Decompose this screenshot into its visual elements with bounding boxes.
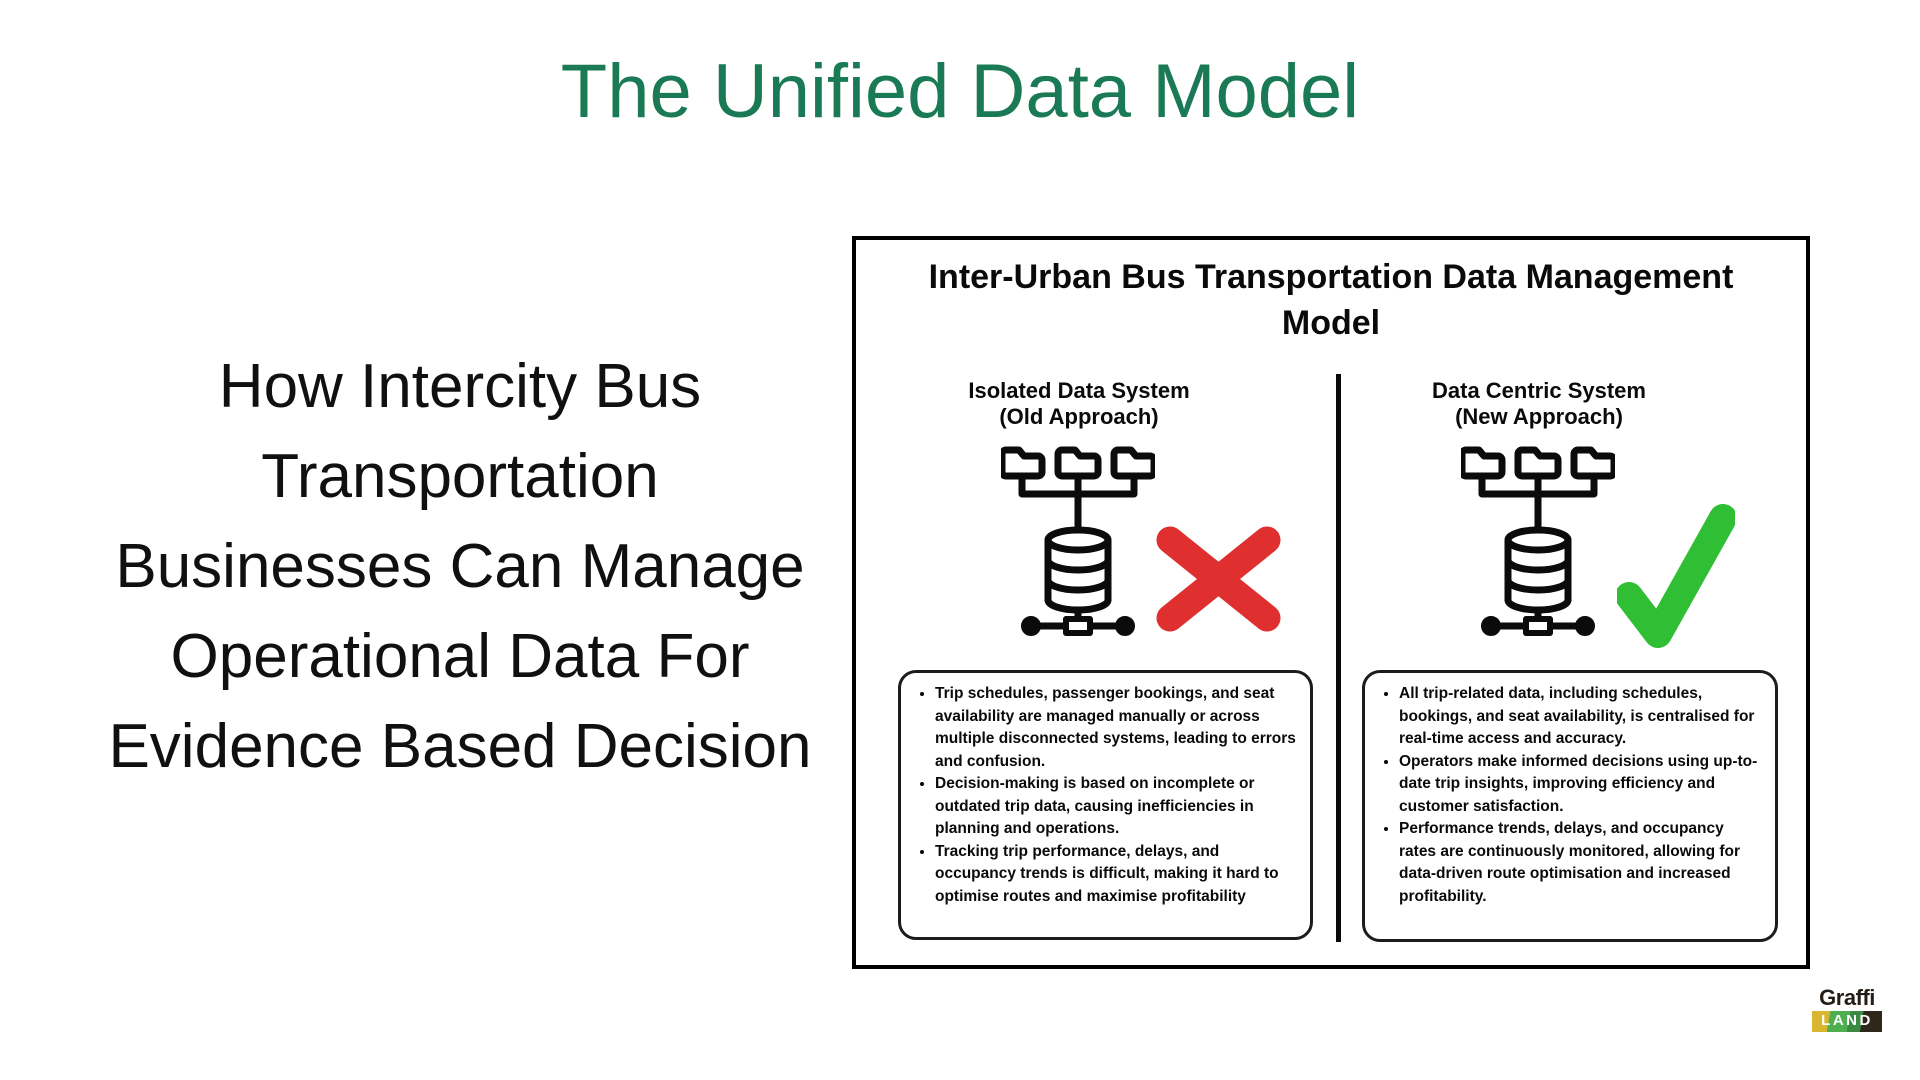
bullet-item: Decision-making is based on incomplete o… — [935, 773, 1298, 841]
column-subheading: (New Approach) — [1455, 404, 1623, 429]
intro-line: Transportation — [261, 442, 659, 511]
new-approach-bullet-box: All trip-related data, including schedul… — [1362, 670, 1778, 942]
column-heading: Data Centric System — [1432, 378, 1646, 403]
column-new-approach: Data Centric System (New Approach) — [1329, 378, 1749, 653]
check-icon — [1617, 504, 1735, 648]
column-art — [1329, 438, 1749, 653]
bullet-item: Tracking trip performance, delays, and o… — [935, 841, 1298, 909]
bullet-list: Trip schedules, passenger bookings, and … — [909, 683, 1298, 908]
intro-line: Operational Data For — [170, 622, 750, 691]
brand-logo: Graffi LAND — [1812, 986, 1882, 1032]
old-approach-bullet-box: Trip schedules, passenger bookings, and … — [898, 670, 1313, 940]
bullet-list: All trip-related data, including schedul… — [1373, 683, 1763, 908]
intro-text: How Intercity Bus Transportation Busines… — [55, 342, 865, 792]
brand-logo-text-top: Graffi — [1819, 985, 1875, 1010]
column-art — [864, 438, 1294, 653]
column-old-approach: Isolated Data System (Old Approach) — [864, 378, 1294, 653]
cross-icon — [1156, 526, 1281, 632]
column-divider — [1336, 374, 1341, 942]
bullet-item: All trip-related data, including schedul… — [1399, 683, 1763, 751]
bullet-item: Trip schedules, passenger bookings, and … — [935, 683, 1298, 773]
column-subheading: (Old Approach) — [999, 404, 1159, 429]
folders-database-network-icon — [1001, 446, 1155, 636]
intro-line: How Intercity Bus — [218, 352, 702, 421]
column-heading: Isolated Data System — [968, 378, 1190, 403]
intro-line: Evidence Based Decision — [108, 712, 812, 781]
folders-database-network-icon — [1461, 446, 1615, 636]
intro-line: Businesses Can Manage — [115, 532, 805, 601]
page-title: The Unified Data Model — [560, 49, 1360, 134]
brand-logo-text-band: LAND — [1812, 1011, 1882, 1032]
bullet-item: Performance trends, delays, and occupanc… — [1399, 818, 1763, 908]
bullet-item: Operators make informed decisions using … — [1399, 751, 1763, 819]
model-title: Inter-Urban Bus Transportation Data Mana… — [928, 258, 1734, 342]
